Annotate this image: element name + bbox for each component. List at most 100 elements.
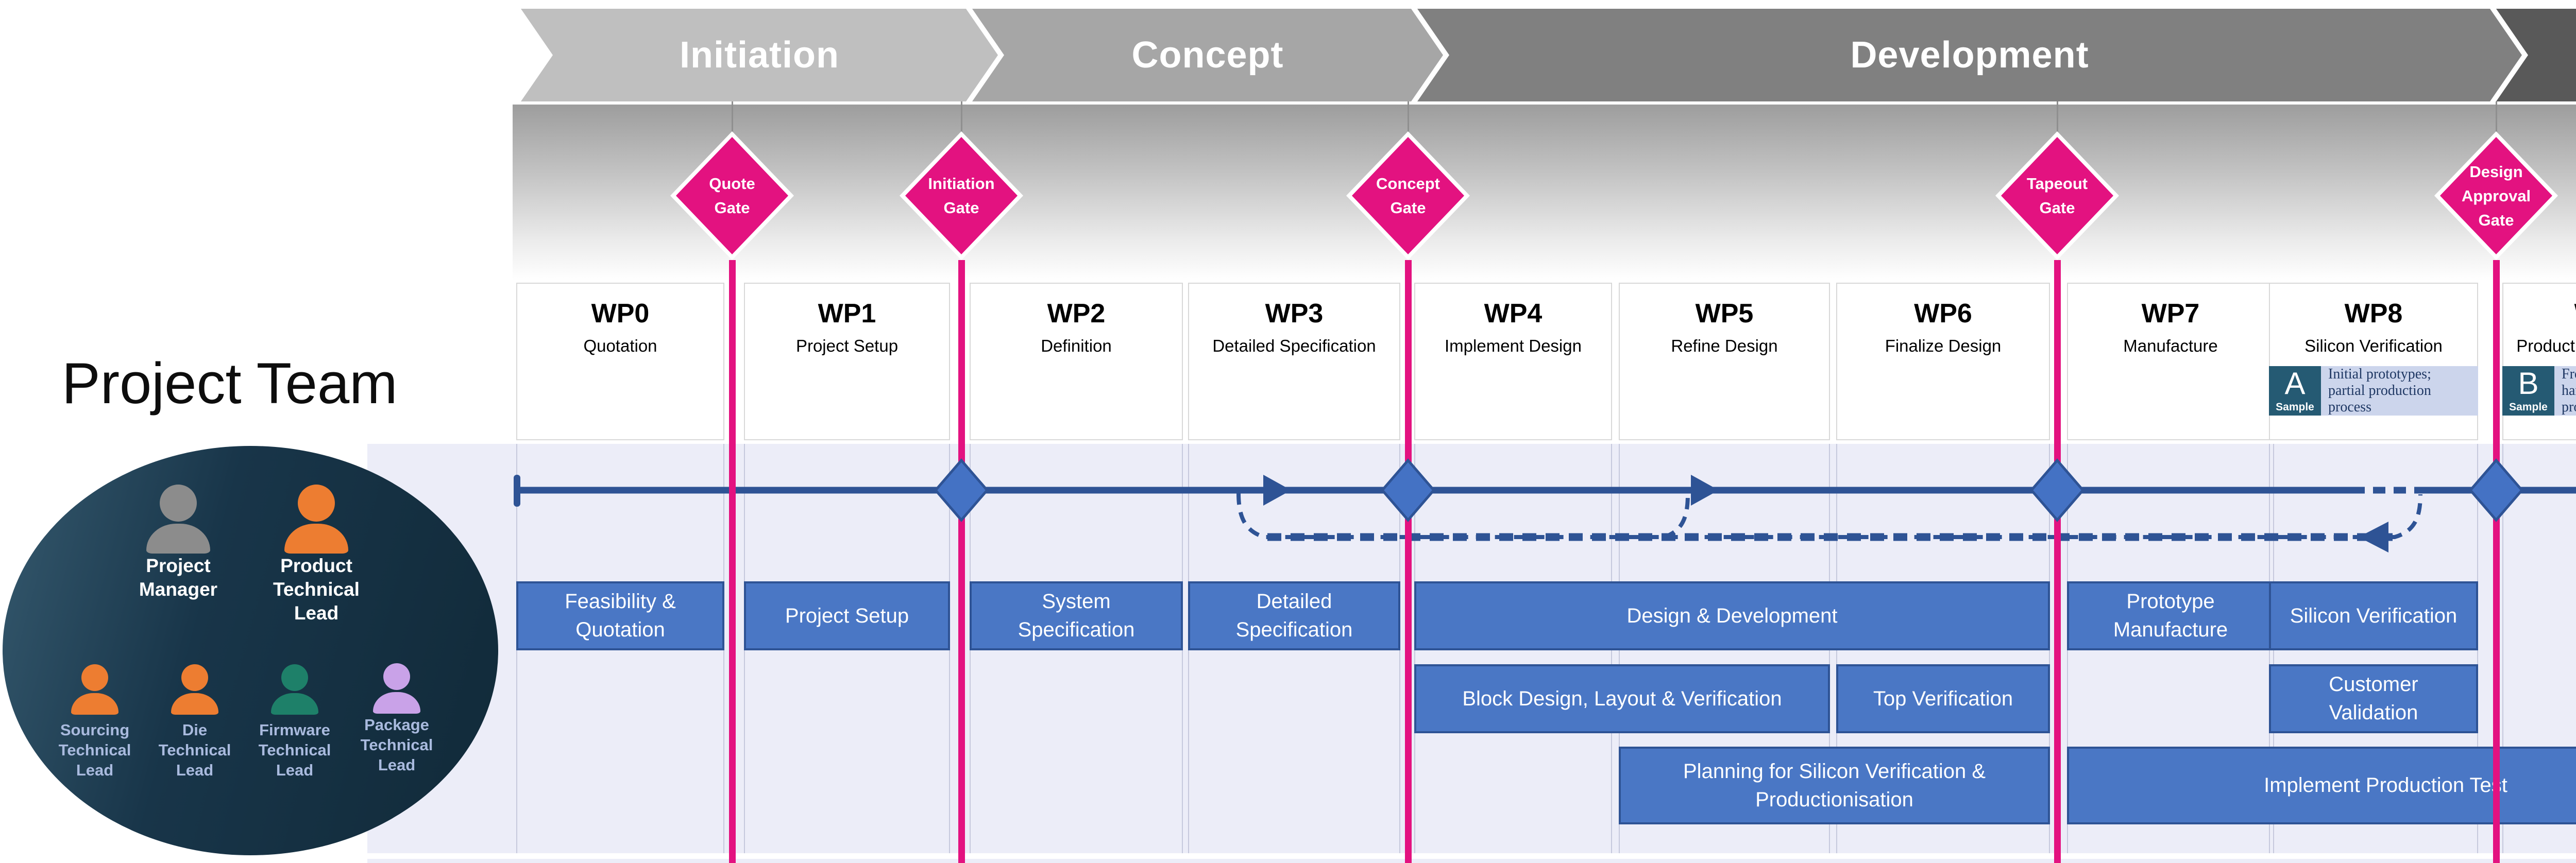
gate-stub-quote <box>732 101 733 133</box>
person-body-icon <box>373 692 420 714</box>
sample-description-text: Initial prototypes; partial production p… <box>2328 366 2431 415</box>
timeline-band-footer <box>367 859 2576 863</box>
person-body-icon <box>146 524 210 554</box>
team-member-label-package-technical-lead: Package Technical Lead <box>360 716 433 774</box>
task-bar-label: Implement Production Test <box>2264 774 2507 797</box>
sample-letter: B <box>2518 366 2539 401</box>
task-bar-label: Detailed Specification <box>1235 590 1353 641</box>
column-title-wp4: WP4 <box>1484 299 1543 329</box>
task-bar-system-specification: System Specification <box>970 581 1183 650</box>
project-team-ellipse <box>3 446 498 855</box>
gate-line-design-approval <box>2493 260 2500 863</box>
column-title-wp9: WP9 <box>2503 298 2576 329</box>
person-body-icon <box>71 693 118 715</box>
phase-label-initiation: Initiation <box>680 34 839 76</box>
task-bar-prototype-manufacture: Prototype Manufacture <box>2067 581 2274 650</box>
column-subtitle-wp9: Production Preparation <box>2516 336 2576 355</box>
team-member-project-manager <box>146 485 210 554</box>
gate-line-concept <box>1405 260 1412 863</box>
gate-label-concept: Concept Gate <box>1376 175 1440 217</box>
phase-chevron-concept: Concept <box>972 9 1443 101</box>
task-bar-detailed-specification: Detailed Specification <box>1188 581 1400 650</box>
team-member-sourcing-technical-lead <box>71 664 118 715</box>
task-bar-label: Top Verification <box>1873 687 2013 710</box>
task-bar-label: Prototype Manufacture <box>2113 590 2228 641</box>
task-bar-label: Silicon Verification <box>2290 604 2458 627</box>
column-title-wp5: WP5 <box>1695 299 1754 329</box>
task-bar-label: Project Setup <box>785 604 909 627</box>
person-icon <box>298 485 335 522</box>
team-member-label-die-technical-lead: Die Technical Lead <box>158 721 231 779</box>
column-gridline <box>2502 444 2503 853</box>
person-body-icon <box>284 524 348 554</box>
gate-stub-design-approval <box>2496 101 2497 133</box>
person-icon <box>181 664 208 691</box>
gate-gradient-band <box>513 105 2576 281</box>
column-subtitle-wp7: Manufacture <box>2123 336 2218 355</box>
gate-stub-tapeout <box>2057 101 2058 133</box>
sample-box-b: BSampleFrozen design; not hard tooling /… <box>2502 366 2576 416</box>
person-icon <box>81 664 108 691</box>
task-bar-top-verification: Top Verification <box>1836 664 2050 733</box>
team-member-label-sourcing-technical-lead: Sourcing Technical Lead <box>58 721 131 779</box>
team-member-label-project-manager: Project Manager <box>139 555 218 600</box>
task-bar-label: Block Design, Layout & Verification <box>1462 687 1782 710</box>
column-subtitle-wp4: Implement Design <box>1445 336 1582 355</box>
task-bar-label: System Specification <box>1018 590 1135 641</box>
task-bar-label: Feasibility & Quotation <box>565 590 676 641</box>
column-title-wp0: WP0 <box>591 299 650 329</box>
gate-line-initiation <box>958 260 965 863</box>
task-bar-project-setup: Project Setup <box>744 581 950 650</box>
gate-line-quote <box>729 260 736 863</box>
column-title-wp8: WP8 <box>2344 299 2403 329</box>
person-body-icon <box>171 693 218 715</box>
person-icon <box>160 485 197 522</box>
column-card-wp9: WP9Production Preparation <box>2502 283 2576 440</box>
phase-chevron-development: Development <box>1417 9 2522 101</box>
person-body-icon <box>271 693 318 715</box>
sample-tag: Sample <box>2276 401 2314 413</box>
team-member-label-firmware-technical-lead: Firmware Technical Lead <box>258 721 331 779</box>
sample-description-b: Frozen design; not hard tooling / full p… <box>2554 366 2576 416</box>
gate-stub-initiation <box>961 101 962 133</box>
sample-tag: Sample <box>2509 401 2548 413</box>
project-team-title: Project Team <box>62 351 398 416</box>
column-title-wp2: WP2 <box>1047 299 1106 329</box>
column-subtitle-wp5: Refine Design <box>1671 336 1778 355</box>
gate-label-initiation: Initiation Gate <box>928 175 995 217</box>
column-subtitle-wp2: Definition <box>1041 336 1112 355</box>
column-title-wp3: WP3 <box>1265 299 1324 329</box>
gate-label-quote: Quote Gate <box>709 175 755 217</box>
column-title-wp1: WP1 <box>818 299 876 329</box>
column-subtitle-wp6: Finalize Design <box>1885 336 2002 355</box>
gate-stub-concept <box>1408 101 1409 133</box>
team-member-firmware-technical-lead <box>271 664 318 715</box>
gate-line-tapeout <box>2054 260 2061 863</box>
column-subtitle-wp8: Silicon Verification <box>2304 336 2443 355</box>
column-title-wp7: WP7 <box>2141 299 2200 329</box>
task-bar-customer-validation: Customer Validation <box>2269 664 2478 733</box>
sample-letter: A <box>2284 366 2306 401</box>
task-bar-implement-production-test: Implement Production Test <box>2067 747 2576 824</box>
phase-chevron-initiation: Initiation <box>521 9 998 101</box>
gate-label-tapeout: Tapeout Gate <box>2026 175 2088 217</box>
task-bar-feasibility-quotation: Feasibility & Quotation <box>516 581 724 650</box>
person-icon <box>383 663 410 690</box>
task-bar-label: Design & Development <box>1626 604 1838 627</box>
gate-label-design-approval: Design Approval Gate <box>2461 162 2531 229</box>
team-member-package-technical-lead <box>373 663 420 714</box>
phase-label-concept: Concept <box>1131 34 1284 76</box>
task-bar-design-development: Design & Development <box>1414 581 2050 650</box>
task-bar-silicon-verification: Silicon Verification <box>2269 581 2478 650</box>
